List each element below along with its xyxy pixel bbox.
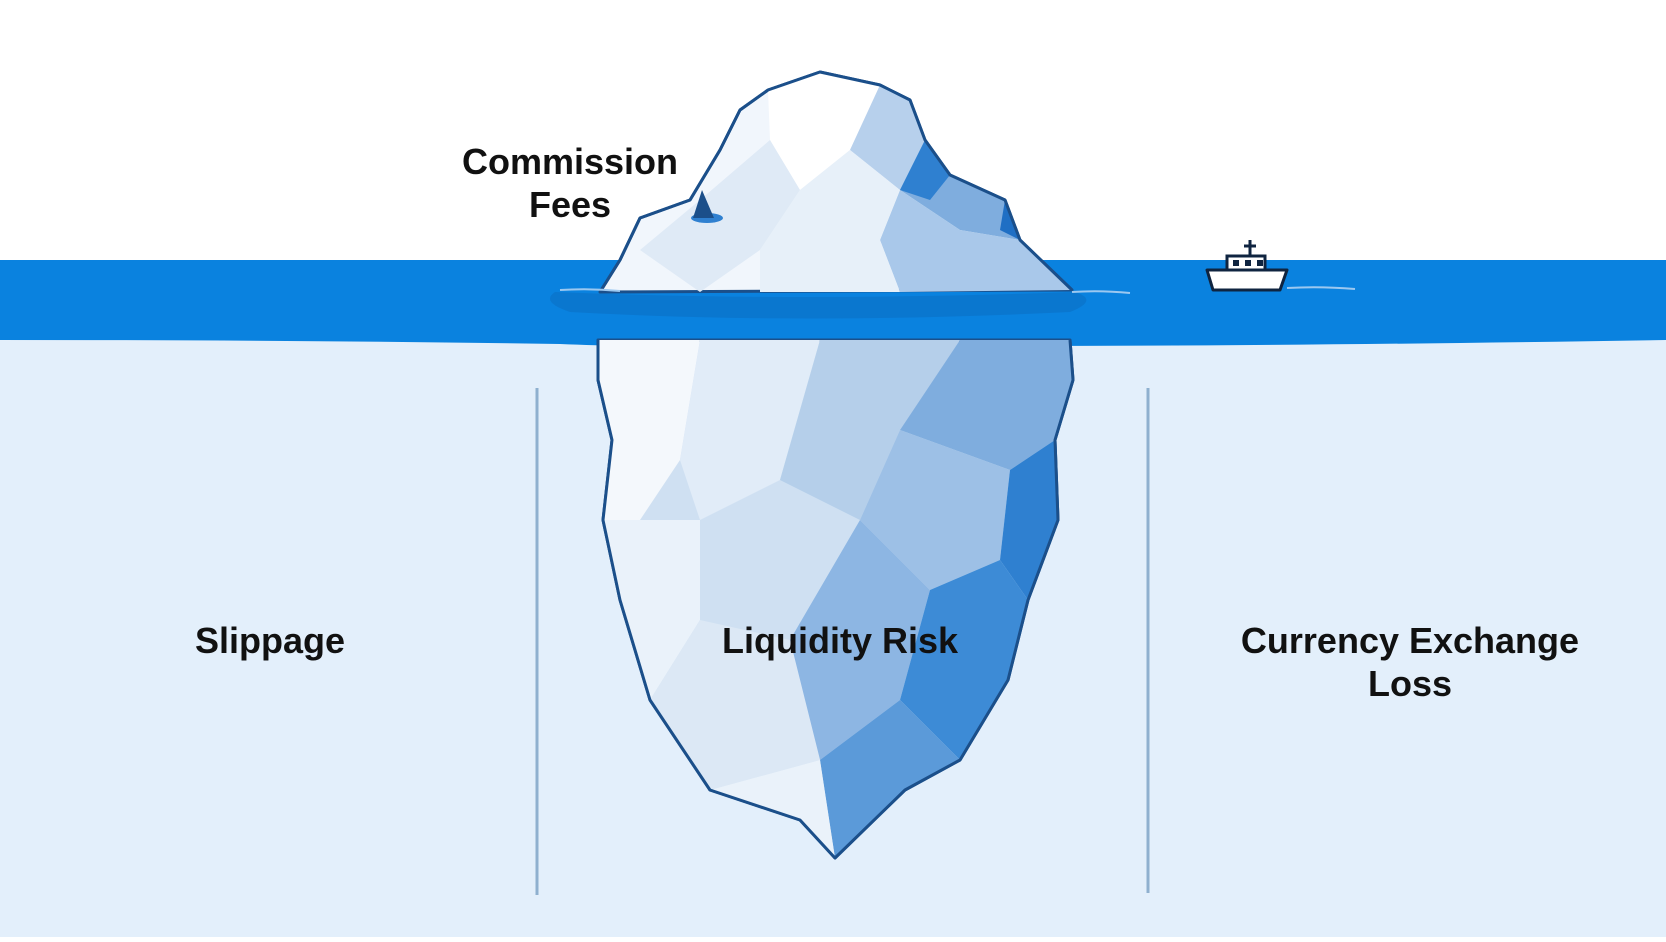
- currency-exchange-loss-line-2: Loss: [1367, 663, 1453, 705]
- shark-fin-icon: [691, 190, 723, 223]
- iceberg-waterline: [550, 292, 1087, 319]
- ripple-left: [559, 288, 621, 292]
- currency-exchange-loss-line-1: Currency Exchange: [1240, 620, 1580, 661]
- currency-exchange-loss-label: Currency Exchange Loss: [1190, 619, 1630, 705]
- iceberg-submerged: [596, 338, 1075, 860]
- slippage-label: Slippage: [194, 620, 346, 661]
- ripple-right: [1071, 290, 1131, 294]
- commission-fees-line-2: Fees: [528, 184, 612, 226]
- commission-fees-label: Commission Fees: [440, 140, 700, 226]
- iceberg-tip: [598, 70, 1074, 294]
- commission-fees-line-1: Commission: [461, 141, 679, 182]
- boat-icon: [1205, 240, 1356, 292]
- liquidity-risk-label: Liquidity Risk: [721, 620, 959, 661]
